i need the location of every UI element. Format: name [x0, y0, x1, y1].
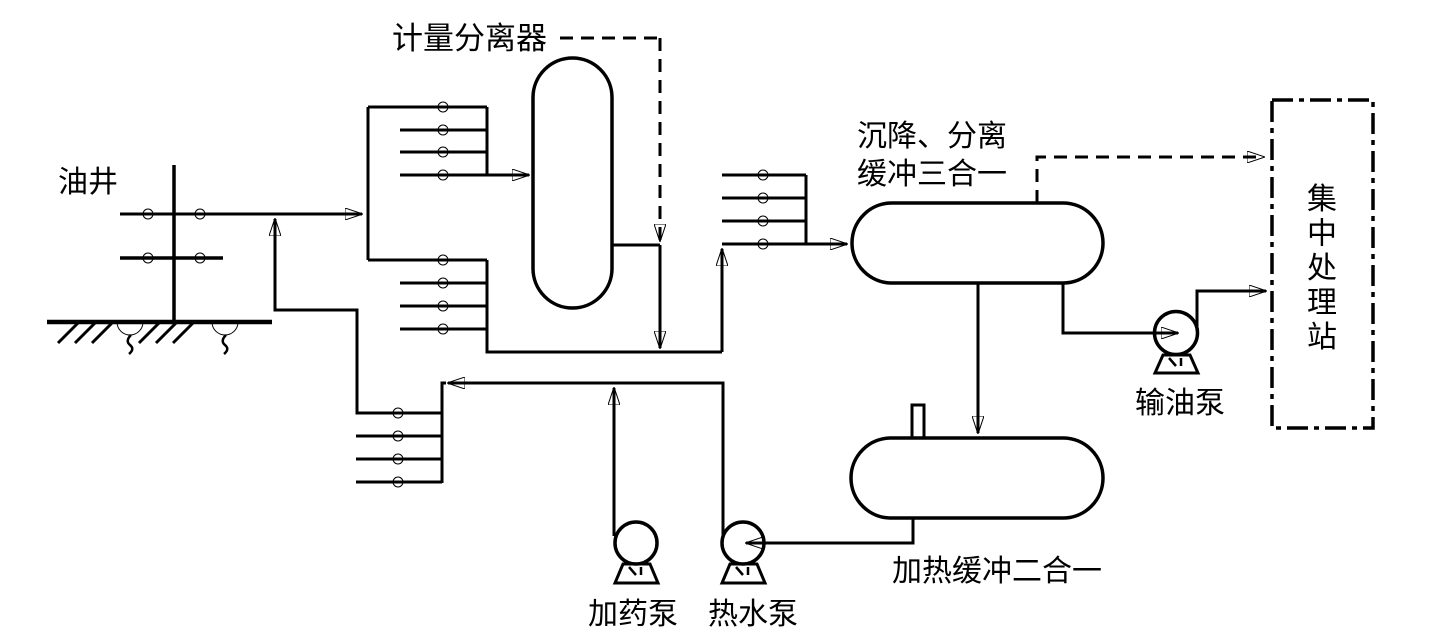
pipes	[120, 36, 1264, 484]
pipe-oil-pump-to-station	[1195, 291, 1266, 331]
ground-hatch-icon	[56, 321, 195, 345]
valve-dot	[142, 208, 154, 220]
pipe-hot-water-return	[448, 383, 725, 536]
pump-base	[719, 562, 768, 585]
gas-line-to-station	[1035, 157, 1264, 203]
oil-transfer-pump-icon	[1152, 309, 1201, 375]
heater-nozzle	[910, 403, 926, 438]
three-in-one-label-line2: 缓冲三合一	[857, 158, 1007, 191]
downhole-pump-icon	[116, 321, 239, 355]
valve-dot	[392, 407, 404, 419]
valve-dot	[392, 453, 404, 465]
valve-dot	[757, 192, 769, 204]
valve-dot	[757, 238, 769, 250]
pump-body	[613, 520, 659, 566]
valve-dot	[437, 101, 449, 113]
valve-dot	[437, 169, 449, 181]
pump-base	[612, 562, 661, 585]
metering-separator-vessel	[531, 56, 614, 310]
labels: 油井 计量分离器 沉降、分离 缓冲三合一 输油泵 加热缓冲二合一 加药泵 热水泵…	[58, 21, 1337, 631]
three-in-one-vessel	[850, 201, 1105, 285]
heating-buffer-label: 加热缓冲二合一	[892, 555, 1102, 588]
valve-dot	[437, 277, 449, 289]
valve-dot	[142, 252, 154, 264]
oil-well-label: 油井	[58, 166, 118, 199]
oil-transfer-pump-label: 输油泵	[1135, 387, 1225, 420]
hot-water-pump-label: 热水泵	[708, 598, 798, 631]
central-station-label: 集中处理站	[1307, 183, 1337, 354]
valve-dot	[437, 146, 449, 158]
chemical-dosing-pump-icon	[612, 520, 661, 585]
valve-dot	[437, 300, 449, 312]
valve-dot	[757, 215, 769, 227]
heating-buffer-vessel	[849, 436, 1105, 520]
manifold-d-header	[440, 381, 446, 483]
three-in-one-label-line1: 沉降、分离	[857, 120, 1007, 153]
oil-well-symbol	[47, 165, 272, 355]
valve-dot	[437, 124, 449, 136]
valve-dot	[437, 323, 449, 335]
valve-dot	[392, 430, 404, 442]
central-processing-station-box	[1270, 98, 1375, 430]
pump-base	[1152, 353, 1201, 375]
pipe-water-to-well	[275, 219, 442, 415]
metering-separator-label: 计量分离器	[392, 21, 547, 56]
pipe-heater-to-hot-water-pump	[746, 518, 915, 543]
valve-dot	[392, 476, 404, 488]
pipe-bypass-run	[485, 260, 722, 354]
valve-dot	[757, 169, 769, 181]
dosing-pump-label: 加药泵	[588, 598, 678, 631]
valve-dots	[142, 101, 769, 488]
pipe-3in1-to-oil-pump	[1061, 283, 1178, 333]
hot-water-pump-icon	[719, 520, 768, 585]
valve-dot	[194, 252, 206, 264]
valve-dot	[437, 254, 449, 266]
valve-dot	[194, 208, 206, 220]
